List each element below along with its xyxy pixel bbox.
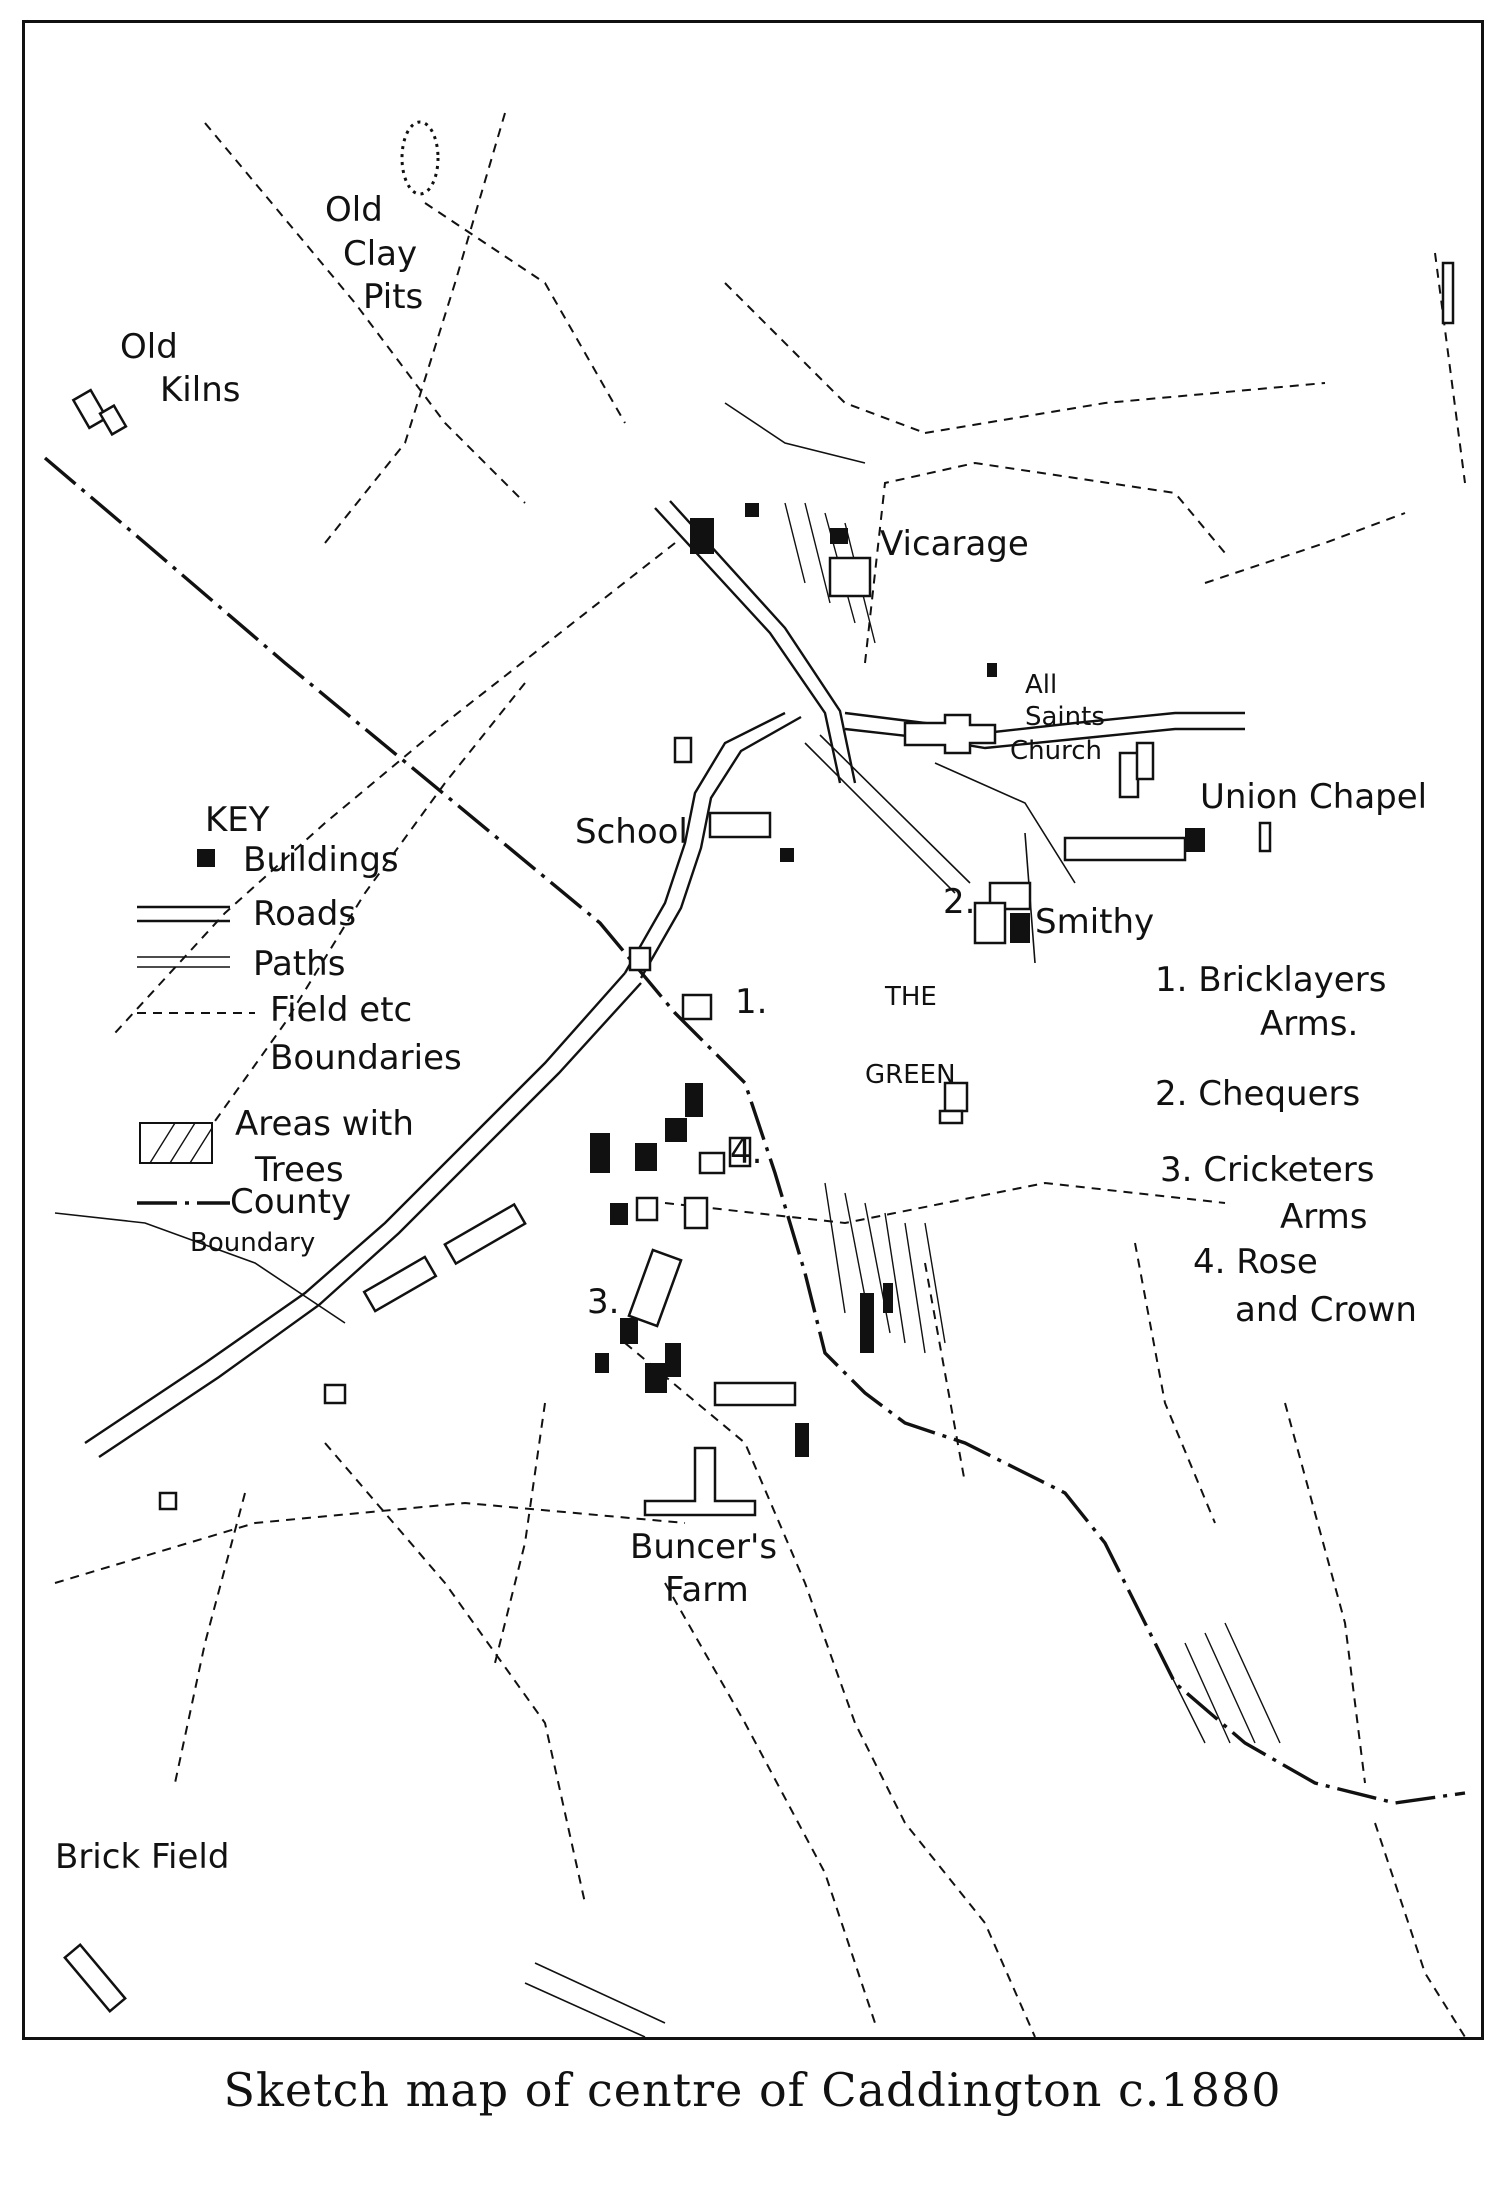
- legend: KEY Buildings Roads Paths Field etc Boun…: [137, 800, 462, 1258]
- legend-county-label: County: [230, 1182, 351, 1222]
- kiln-building: [71, 388, 109, 430]
- chapel-building: [1258, 821, 1272, 853]
- place-labels: Old Clay Pits Old Kilns Vicarage All Sai…: [55, 190, 1427, 1877]
- gate-post: [1441, 261, 1455, 325]
- label-old-clay-pits-1: Old: [325, 190, 383, 230]
- legend-paths-label: Paths: [253, 944, 345, 984]
- pub-1-line-2: Arms.: [1260, 1004, 1358, 1044]
- terrace-row: [362, 1255, 438, 1313]
- label-smithy: Smithy: [1035, 902, 1154, 942]
- terrace-row: [443, 1202, 527, 1266]
- buildings: [63, 261, 1455, 2014]
- tree-area-buildings: [883, 1283, 893, 1313]
- vicarage-outbuilding: [690, 518, 714, 554]
- label-buncers-farm-1: Buncer's: [630, 1527, 777, 1567]
- pub-4-line-2: and Crown: [1235, 1290, 1417, 1330]
- pub-3-line-1: 3. Cricketers: [1160, 1150, 1374, 1190]
- cottage: [635, 1196, 659, 1222]
- label-buncers-farm-2: Farm: [665, 1570, 749, 1610]
- cottage: [665, 1118, 687, 1142]
- cottage: [1135, 741, 1155, 781]
- church-outbuilding: [987, 663, 997, 677]
- label-number-3: 3.: [587, 1282, 619, 1322]
- legend-buildings-label: Buildings: [243, 840, 399, 880]
- label-school: School: [575, 812, 688, 852]
- cottage: [683, 1196, 709, 1230]
- legend-field-label-2: Boundaries: [270, 1038, 462, 1078]
- brickfield-building: [63, 1942, 127, 2014]
- terrace-row: [1063, 836, 1187, 862]
- cottage: [590, 1133, 610, 1173]
- sketch-map: KEY Buildings Roads Paths Field etc Boun…: [43, 112, 1466, 2037]
- tree-area-buildings: [860, 1293, 874, 1353]
- legend-trees-label-2: Trees: [254, 1150, 344, 1190]
- cottage: [645, 1363, 667, 1393]
- paths: [54, 402, 1076, 2037]
- cottage-row: [627, 1248, 683, 1328]
- legend-building-swatch: [197, 849, 215, 867]
- field-boundaries: [54, 112, 1466, 2037]
- county-boundary-line: [43, 456, 1466, 1805]
- legend-boundary-label: Boundary: [190, 1228, 315, 1258]
- legend-trees-swatch: [139, 1122, 213, 1164]
- map-caption: Sketch map of centre of Caddington c.188…: [223, 2063, 1282, 2117]
- school-building: [708, 811, 772, 839]
- label-old-kilns-2: Kilns: [160, 370, 240, 410]
- cricketers-arms: [620, 1318, 638, 1344]
- smithy-building: [1010, 913, 1030, 943]
- cottage: [635, 1143, 657, 1171]
- smithy-building: [988, 881, 1032, 911]
- vicarage-building: [828, 556, 872, 598]
- label-number-2: 2.: [943, 882, 975, 922]
- cottage: [610, 1203, 628, 1225]
- pub-4-line-1: 4. Rose: [1193, 1242, 1318, 1282]
- vicarage-outbuilding: [830, 528, 848, 544]
- cottage: [595, 1353, 609, 1373]
- chequers-building: [973, 901, 1007, 945]
- cottage: [1118, 751, 1140, 799]
- cottage: [698, 1151, 726, 1175]
- school-outbuilding: [780, 848, 794, 862]
- farm-buildings: [795, 1423, 809, 1457]
- kiln-building: [98, 403, 128, 437]
- label-number-4: 4.: [730, 1132, 762, 1172]
- legend-trees-label-1: Areas with: [235, 1104, 414, 1144]
- legend-roads-label: Roads: [253, 894, 356, 934]
- label-green: GREEN: [865, 1060, 956, 1090]
- green-building: [938, 1109, 964, 1125]
- cottage: [323, 1383, 347, 1405]
- legend-title: KEY: [205, 800, 270, 840]
- label-church-2: Saints: [1025, 702, 1105, 732]
- church-building: [903, 713, 997, 755]
- map-frame: KEY Buildings Roads Paths Field etc Boun…: [22, 20, 1484, 2040]
- cottage: [685, 1083, 703, 1117]
- terrace-row-end: [1185, 828, 1205, 852]
- label-the: THE: [884, 982, 937, 1012]
- farm-buildings: [665, 1343, 681, 1377]
- label-old-clay-pits-2: Clay: [343, 234, 417, 274]
- legend-field-label-1: Field etc: [270, 990, 412, 1030]
- cottage: [158, 1491, 178, 1511]
- rose-and-crown: [728, 1136, 752, 1168]
- tree-areas: [784, 502, 1281, 1744]
- cottage: [628, 946, 652, 972]
- pub-3-line-2: Arms: [1280, 1197, 1367, 1237]
- label-church-3: Church: [1010, 736, 1102, 766]
- farm-buildings: [713, 1381, 797, 1407]
- label-vicarage: Vicarage: [880, 524, 1029, 564]
- pub-2-line-1: 2. Chequers: [1155, 1074, 1360, 1114]
- label-old-kilns-1: Old: [120, 327, 178, 367]
- label-old-clay-pits-3: Pits: [363, 277, 423, 317]
- label-church-1: All: [1025, 670, 1057, 700]
- pub-list: 1. Bricklayers Arms. 2. Chequers 3. Cric…: [1155, 960, 1417, 1330]
- buncers-farmhouse: [643, 1446, 757, 1517]
- school-outbuilding: [673, 736, 693, 764]
- label-brick-field: Brick Field: [55, 1837, 229, 1877]
- label-number-1: 1.: [735, 982, 767, 1022]
- clay-pit-outline: [400, 120, 440, 196]
- label-union-chapel: Union Chapel: [1200, 777, 1427, 817]
- bricklayers-arms: [681, 993, 713, 1021]
- vicarage-outbuilding: [745, 503, 759, 517]
- pub-1-line-1: 1. Bricklayers: [1155, 960, 1386, 1000]
